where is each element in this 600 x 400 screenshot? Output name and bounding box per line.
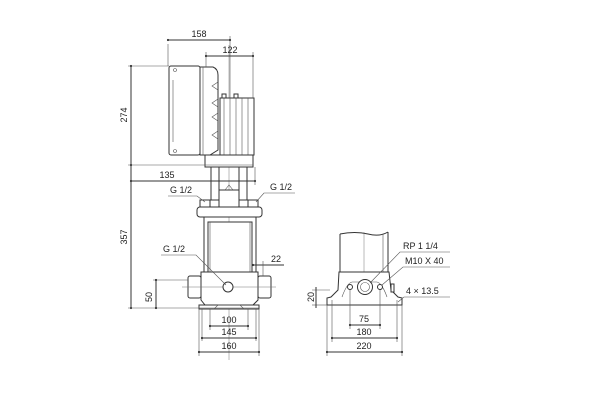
front-view: 158 122 274 135 G 1/2 G 1/2 357 G 1/2 22… — [119, 29, 295, 360]
pump-sleeve — [207, 221, 253, 273]
label-vent-right: G 1/2 — [270, 182, 292, 192]
dim-motor-body: 122 — [222, 45, 237, 55]
dim-inner-base: 100 — [221, 315, 236, 325]
terminal-box — [199, 66, 219, 156]
dim-hole-spacing: 75 — [359, 314, 369, 324]
dim-motor-height: 274 — [119, 107, 129, 122]
label-drain: G 1/2 — [163, 244, 185, 254]
dim-pump-height: 357 — [119, 229, 129, 244]
dim-port-height: 50 — [144, 292, 154, 302]
label-bolt: M10 X 40 — [405, 256, 444, 266]
dim-mid-base: 145 — [221, 327, 236, 337]
pump-head — [196, 206, 263, 218]
label-port: RP 1 1/4 — [403, 241, 438, 251]
side-view: RP 1 1/4 M10 X 40 4 × 13.5 20 75 180 220 — [306, 231, 450, 356]
dim-offset: 135 — [159, 170, 174, 180]
control-box — [168, 65, 201, 156]
label-vent-left: G 1/2 — [170, 185, 192, 195]
dim-motor-width: 158 — [191, 29, 206, 39]
dim-base-length: 220 — [356, 341, 371, 351]
dim-base-width: 160 — [221, 341, 236, 351]
motor — [219, 97, 255, 156]
label-holes: 4 × 13.5 — [406, 286, 439, 296]
motor-flange — [204, 154, 254, 168]
dim-foot-spacing: 180 — [356, 327, 371, 337]
port-circle — [357, 279, 373, 295]
dim-foot-height: 20 — [306, 292, 316, 302]
dim-flange: 22 — [271, 254, 281, 264]
